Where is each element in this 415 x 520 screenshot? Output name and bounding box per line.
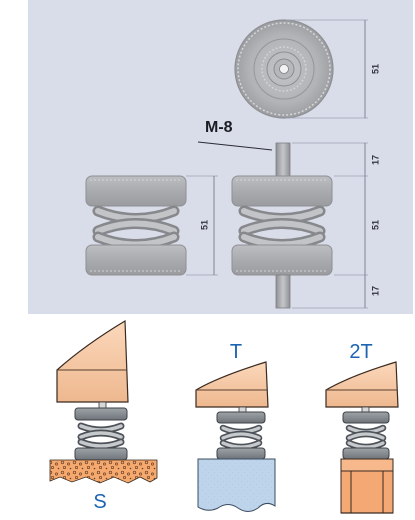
machine-foot-2t bbox=[325, 361, 399, 408]
left-spring-coil bbox=[92, 205, 180, 250]
lower-stud bbox=[275, 274, 291, 309]
machine-foot-t bbox=[195, 361, 269, 408]
dim-top-diameter-label: 51 bbox=[370, 64, 380, 74]
dim-stud-upper-label: 17 bbox=[370, 155, 380, 165]
dim-body-height-side-label: 51 bbox=[199, 220, 209, 230]
machine-foot-s bbox=[56, 319, 129, 403]
spring-coil bbox=[238, 205, 326, 250]
thread-label: M-8 bbox=[205, 119, 233, 136]
concrete-block bbox=[197, 458, 276, 512]
gravel-floor bbox=[49, 459, 158, 484]
side-view-mount bbox=[231, 142, 333, 309]
upper-stud bbox=[275, 142, 291, 177]
mounting-label-2t: 2T bbox=[349, 341, 372, 363]
dim-chain-right bbox=[292, 142, 368, 309]
dim-body-height-label: 51 bbox=[370, 220, 380, 230]
mounting-s bbox=[49, 319, 158, 484]
left-lower-pad bbox=[85, 244, 187, 276]
mounting-label-t: T bbox=[230, 341, 242, 363]
mounting-label-s: S bbox=[93, 491, 106, 513]
thread-leader-line bbox=[197, 141, 273, 151]
dim-stud-lower-label: 17 bbox=[370, 286, 380, 296]
dim-body-height-side bbox=[186, 175, 218, 276]
top-view-disc bbox=[234, 19, 334, 119]
upper-pad bbox=[231, 175, 333, 207]
side-view-body bbox=[85, 175, 187, 276]
wooden-frame bbox=[340, 458, 394, 514]
mounting-t bbox=[195, 361, 276, 512]
mounting-2t bbox=[325, 361, 399, 514]
dim-top-diameter bbox=[286, 19, 368, 119]
left-upper-pad bbox=[85, 175, 187, 207]
